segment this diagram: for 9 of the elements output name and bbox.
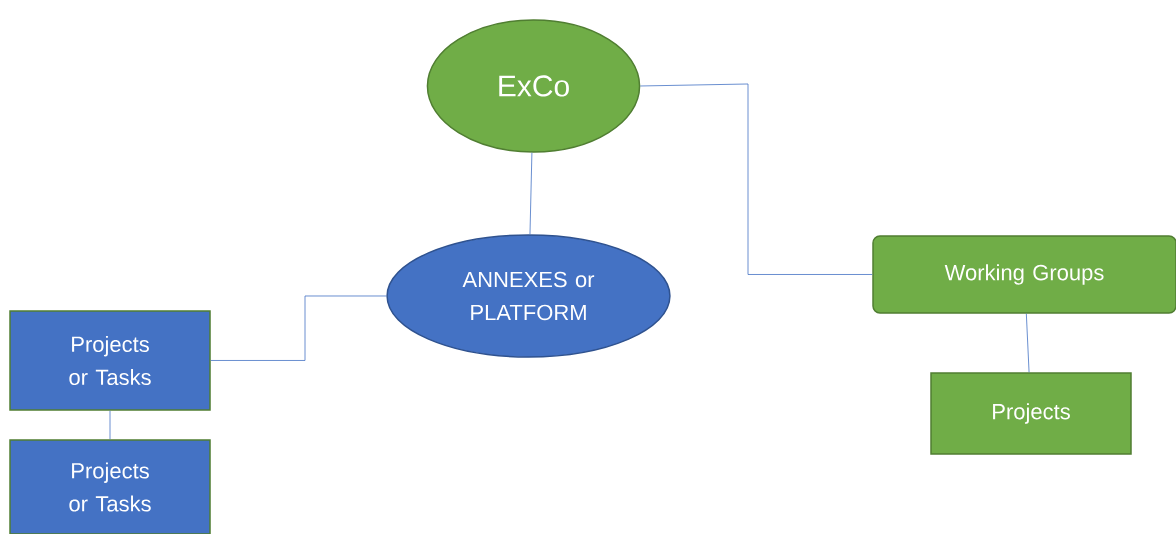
connector-line — [1025, 313, 1030, 373]
task-box: Projects or Tasks — [9, 310, 211, 411]
group-box: Working Groups — [872, 235, 1176, 314]
project-box: Projects — [930, 372, 1132, 455]
connector-line — [529, 152, 533, 235]
connector-line — [639, 83, 873, 275]
connector-line — [210, 295, 387, 361]
connector-line — [109, 410, 111, 440]
task-box: Projects or Tasks — [9, 439, 211, 534]
